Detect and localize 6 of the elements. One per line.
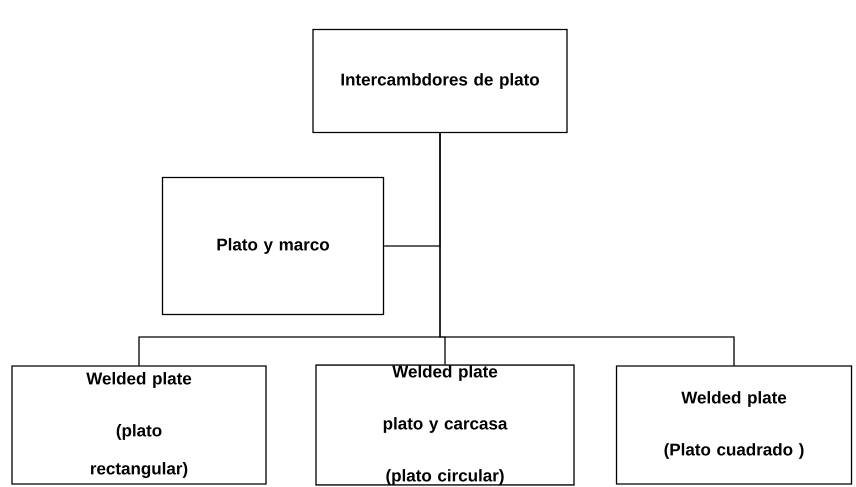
box: Plato y marco <box>162 176 384 316</box>
box: Intercambdores de plato <box>312 28 568 134</box>
box: Welded plate (Plato cuadrado ) <box>616 365 852 485</box>
box: Welded plate plato y carcasa (plato circular) <box>315 364 575 486</box>
box: Welded plate (plato rectangular) <box>11 365 267 485</box>
connector-line <box>439 133 735 366</box>
